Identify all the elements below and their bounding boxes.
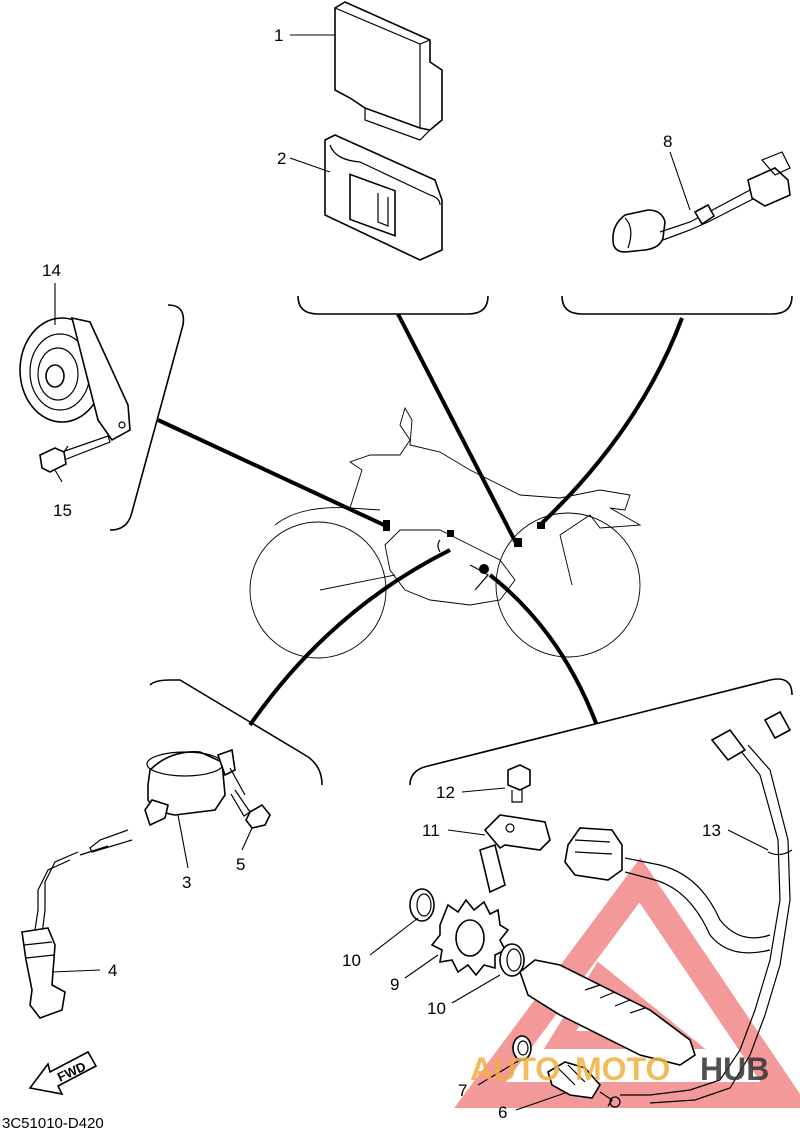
pickup-bolt[interactable] [507, 764, 531, 803]
callout-10-upper: 10 [342, 951, 361, 970]
o-ring[interactable] [512, 1035, 532, 1061]
front-wheel [495, 512, 641, 658]
ecu-unit[interactable] [334, 1, 443, 141]
fwd-label: FWD [55, 1059, 88, 1085]
callout-10-lower: 10 [427, 999, 446, 1018]
callout-2: 2 [277, 149, 286, 168]
callout-3: 3 [182, 873, 191, 892]
horn[interactable] [19, 316, 131, 442]
callout-15: 15 [53, 501, 72, 520]
marker-pickup [479, 564, 489, 574]
callout-13: 13 [702, 821, 721, 840]
connector-lines [157, 313, 684, 727]
horn-bolt[interactable] [39, 435, 111, 473]
marker-coil [447, 530, 454, 537]
wire-harness[interactable] [564, 710, 793, 1108]
marker-ecu [514, 538, 522, 547]
pickup-sensor[interactable] [479, 814, 551, 894]
leader-lines [51, 34, 769, 1111]
callout-11: 11 [422, 821, 440, 840]
fwd-arrow-icon: FWD [28, 1050, 98, 1096]
line-ecu [396, 313, 518, 544]
starter-gear[interactable] [430, 898, 510, 977]
line-pickup [488, 573, 598, 724]
callout-7: 7 [458, 1081, 467, 1100]
marker-horn [383, 520, 390, 531]
motorcycle-outline [249, 406, 642, 659]
callout-6: 6 [498, 1103, 507, 1122]
frame-outline [348, 406, 642, 536]
callout-4: 4 [108, 961, 117, 980]
oil-pressure-switch[interactable] [547, 1061, 613, 1107]
swingarm [319, 574, 396, 591]
watermark-hub: HUB [700, 1051, 769, 1087]
callout-8: 8 [663, 132, 672, 151]
group-brackets [109, 295, 793, 786]
callout-12: 12 [436, 783, 455, 802]
callout-1: 1 [274, 26, 283, 45]
washer-upper[interactable] [409, 888, 435, 922]
sensor-assembly[interactable] [612, 151, 791, 253]
callout-labels: 1 2 8 14 15 3 5 4 12 11 10 9 10 13 7 6 [42, 26, 721, 1122]
bracket-pickup [409, 678, 793, 786]
bracket-horn [109, 304, 185, 531]
fork [559, 534, 573, 586]
bracket-ecu [297, 295, 489, 315]
watermark-moto: MOTO [575, 1051, 670, 1087]
line-sensor [538, 317, 684, 527]
speed-sensor-body[interactable] [519, 959, 696, 1066]
ignition-coil[interactable] [34, 748, 246, 936]
line-horn [157, 418, 385, 527]
spark-plug-cap[interactable] [21, 927, 66, 1019]
watermark-auto: AUTO [470, 1051, 560, 1087]
line-coil [248, 548, 451, 727]
watermark-text: AUTO MOTO HUB [470, 1051, 769, 1087]
coil-screw[interactable] [230, 789, 271, 829]
ecu-bracket[interactable] [324, 134, 443, 261]
callout-5: 5 [236, 855, 245, 874]
callout-14: 14 [42, 261, 61, 280]
bracket-sensor [561, 295, 793, 315]
callout-9: 9 [390, 975, 399, 994]
washer-lower[interactable] [499, 943, 525, 977]
diagram-code: 3C51010-D420 [2, 1115, 104, 1132]
engine-outline [384, 529, 516, 606]
harness-sketch [437, 539, 489, 591]
rear-wheel [249, 521, 387, 659]
bracket-coil [149, 679, 323, 786]
